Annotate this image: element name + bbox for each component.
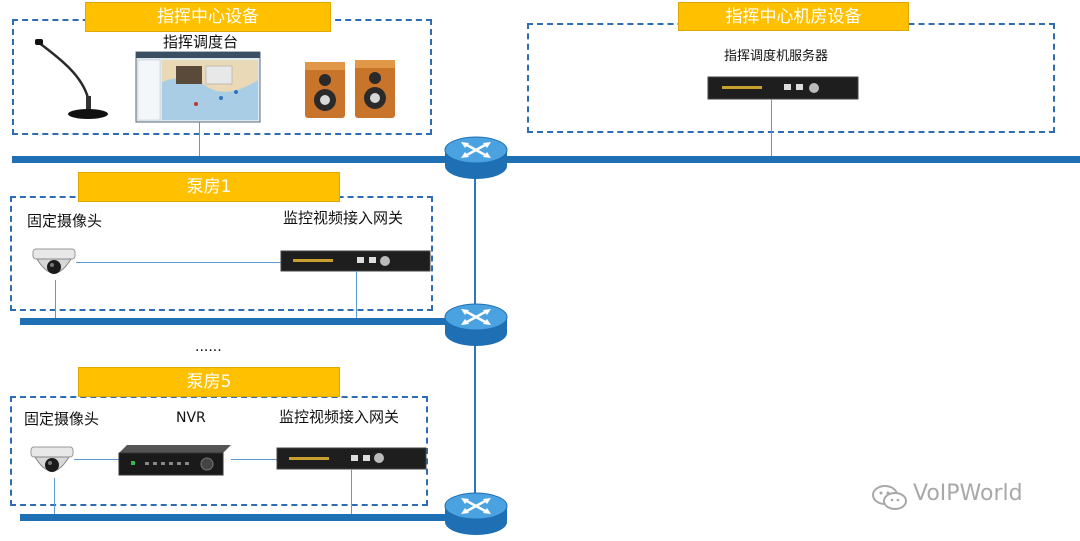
nvr-link	[231, 459, 277, 460]
pump-room-5-group	[10, 396, 428, 506]
pump-room-1-title: 泵房1	[78, 172, 340, 202]
pump-room-1-gateway-label: 监控视频接入网关	[283, 209, 404, 227]
nvr-recorder-icon	[118, 445, 231, 476]
gateway-1-link	[356, 271, 357, 320]
gateway-5-link	[351, 469, 352, 516]
microphone-icon	[35, 39, 108, 119]
pump-room-5-camera-label: 固定摄像头	[24, 410, 100, 428]
camera-5-link	[74, 459, 120, 460]
server-room-title: 指挥中心机房设备	[678, 2, 909, 31]
gateway-icon	[280, 250, 431, 272]
server-label: 指挥调度机服务器	[724, 49, 829, 64]
camera-1-drop	[55, 280, 56, 318]
wechat-icon	[872, 485, 907, 510]
console-screen-icon	[135, 51, 261, 123]
console-link	[199, 122, 200, 160]
pump-room-5-gateway-label: 监控视频接入网关	[279, 408, 400, 426]
camera-1-link	[76, 262, 281, 263]
speaker-icon	[305, 60, 395, 118]
pump-room-1-bus	[20, 318, 448, 325]
dome-camera-icon	[32, 248, 76, 274]
dome-camera-icon	[30, 446, 74, 472]
backbone-bus	[12, 156, 1080, 163]
command-center-title: 指挥中心设备	[85, 2, 331, 32]
pump-room-5-title: 泵房5	[78, 367, 340, 397]
gateway-icon	[276, 447, 427, 470]
router-icon	[444, 136, 508, 179]
nvr-label: NVR	[176, 410, 206, 426]
ellipsis-text: ......	[195, 339, 222, 355]
pump-room-5-bus	[20, 514, 448, 521]
console-label: 指挥调度台	[163, 33, 239, 51]
watermark-text: VoIPWorld	[913, 481, 1023, 506]
router-icon	[444, 303, 508, 346]
router-icon	[444, 492, 508, 535]
pump-room-1-camera-label: 固定摄像头	[27, 212, 103, 230]
server-icon	[707, 76, 859, 100]
server-link	[771, 99, 772, 159]
camera-5-drop	[54, 478, 55, 514]
